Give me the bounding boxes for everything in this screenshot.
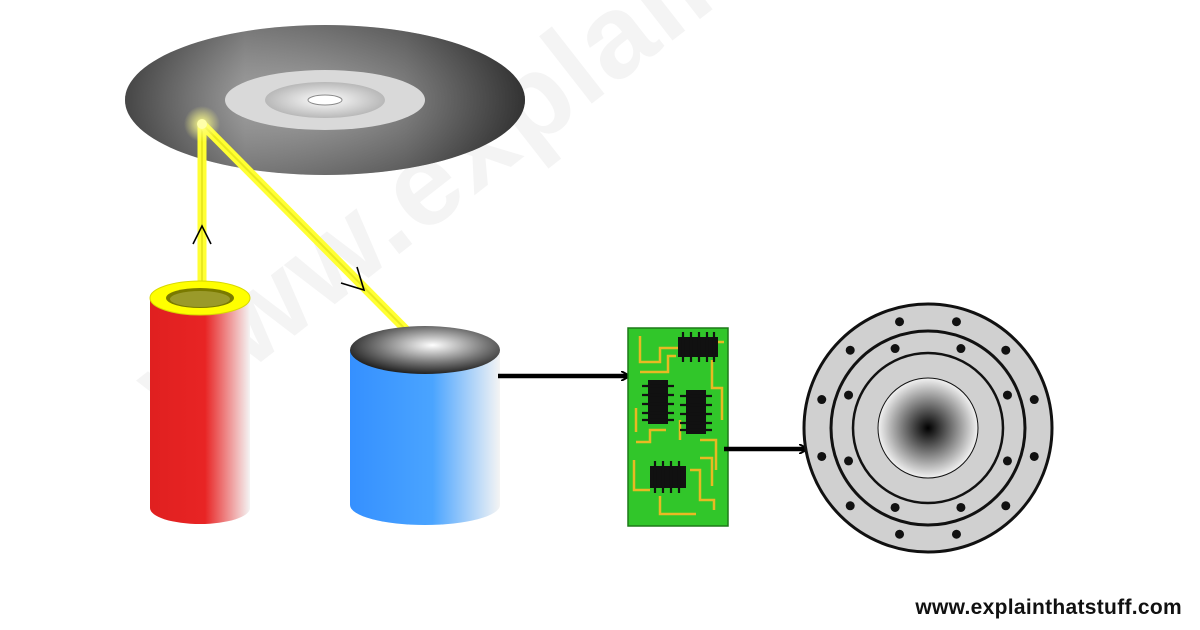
loudspeaker [802, 302, 1054, 554]
bolt-hole [817, 395, 827, 405]
photocell-top [350, 326, 500, 374]
microchip [650, 461, 686, 493]
bolt-hole [890, 344, 900, 354]
speaker-bolts [844, 344, 1012, 512]
bolt-hole [844, 456, 854, 466]
bolt-hole [817, 451, 827, 461]
bolt-hole [1001, 345, 1011, 355]
beam-down-arrow-icon [340, 266, 366, 292]
microchip [680, 390, 712, 434]
bolt-hole [951, 317, 961, 327]
bolt-hole [956, 344, 966, 354]
bolt-hole [890, 502, 900, 512]
speaker-cone [877, 377, 979, 479]
bolt-hole [956, 502, 966, 512]
microchip [678, 332, 718, 362]
bolt-hole [845, 345, 855, 355]
bolt-hole [1002, 456, 1012, 466]
bolt-hole [1029, 451, 1039, 461]
bolt-hole [895, 529, 905, 539]
circuit-board [627, 327, 729, 527]
speaker-bolts [817, 317, 1039, 539]
photocell-cylinder [350, 326, 500, 525]
microchip [642, 380, 674, 424]
bolt-hole [1002, 390, 1012, 400]
bolt-hole [1029, 395, 1039, 405]
bolt-hole [1001, 501, 1011, 511]
laser-beam [184, 106, 440, 360]
bolt-hole [895, 317, 905, 327]
compact-disc [125, 25, 525, 175]
bolt-hole [951, 529, 961, 539]
bolt-hole [844, 390, 854, 400]
site-credit: www.explainthatstuff.com [915, 596, 1182, 619]
bolt-hole [845, 501, 855, 511]
disc-center-hole [307, 94, 343, 106]
laser-cylinder [149, 280, 251, 524]
beam-up-arrow-icon [192, 224, 212, 245]
